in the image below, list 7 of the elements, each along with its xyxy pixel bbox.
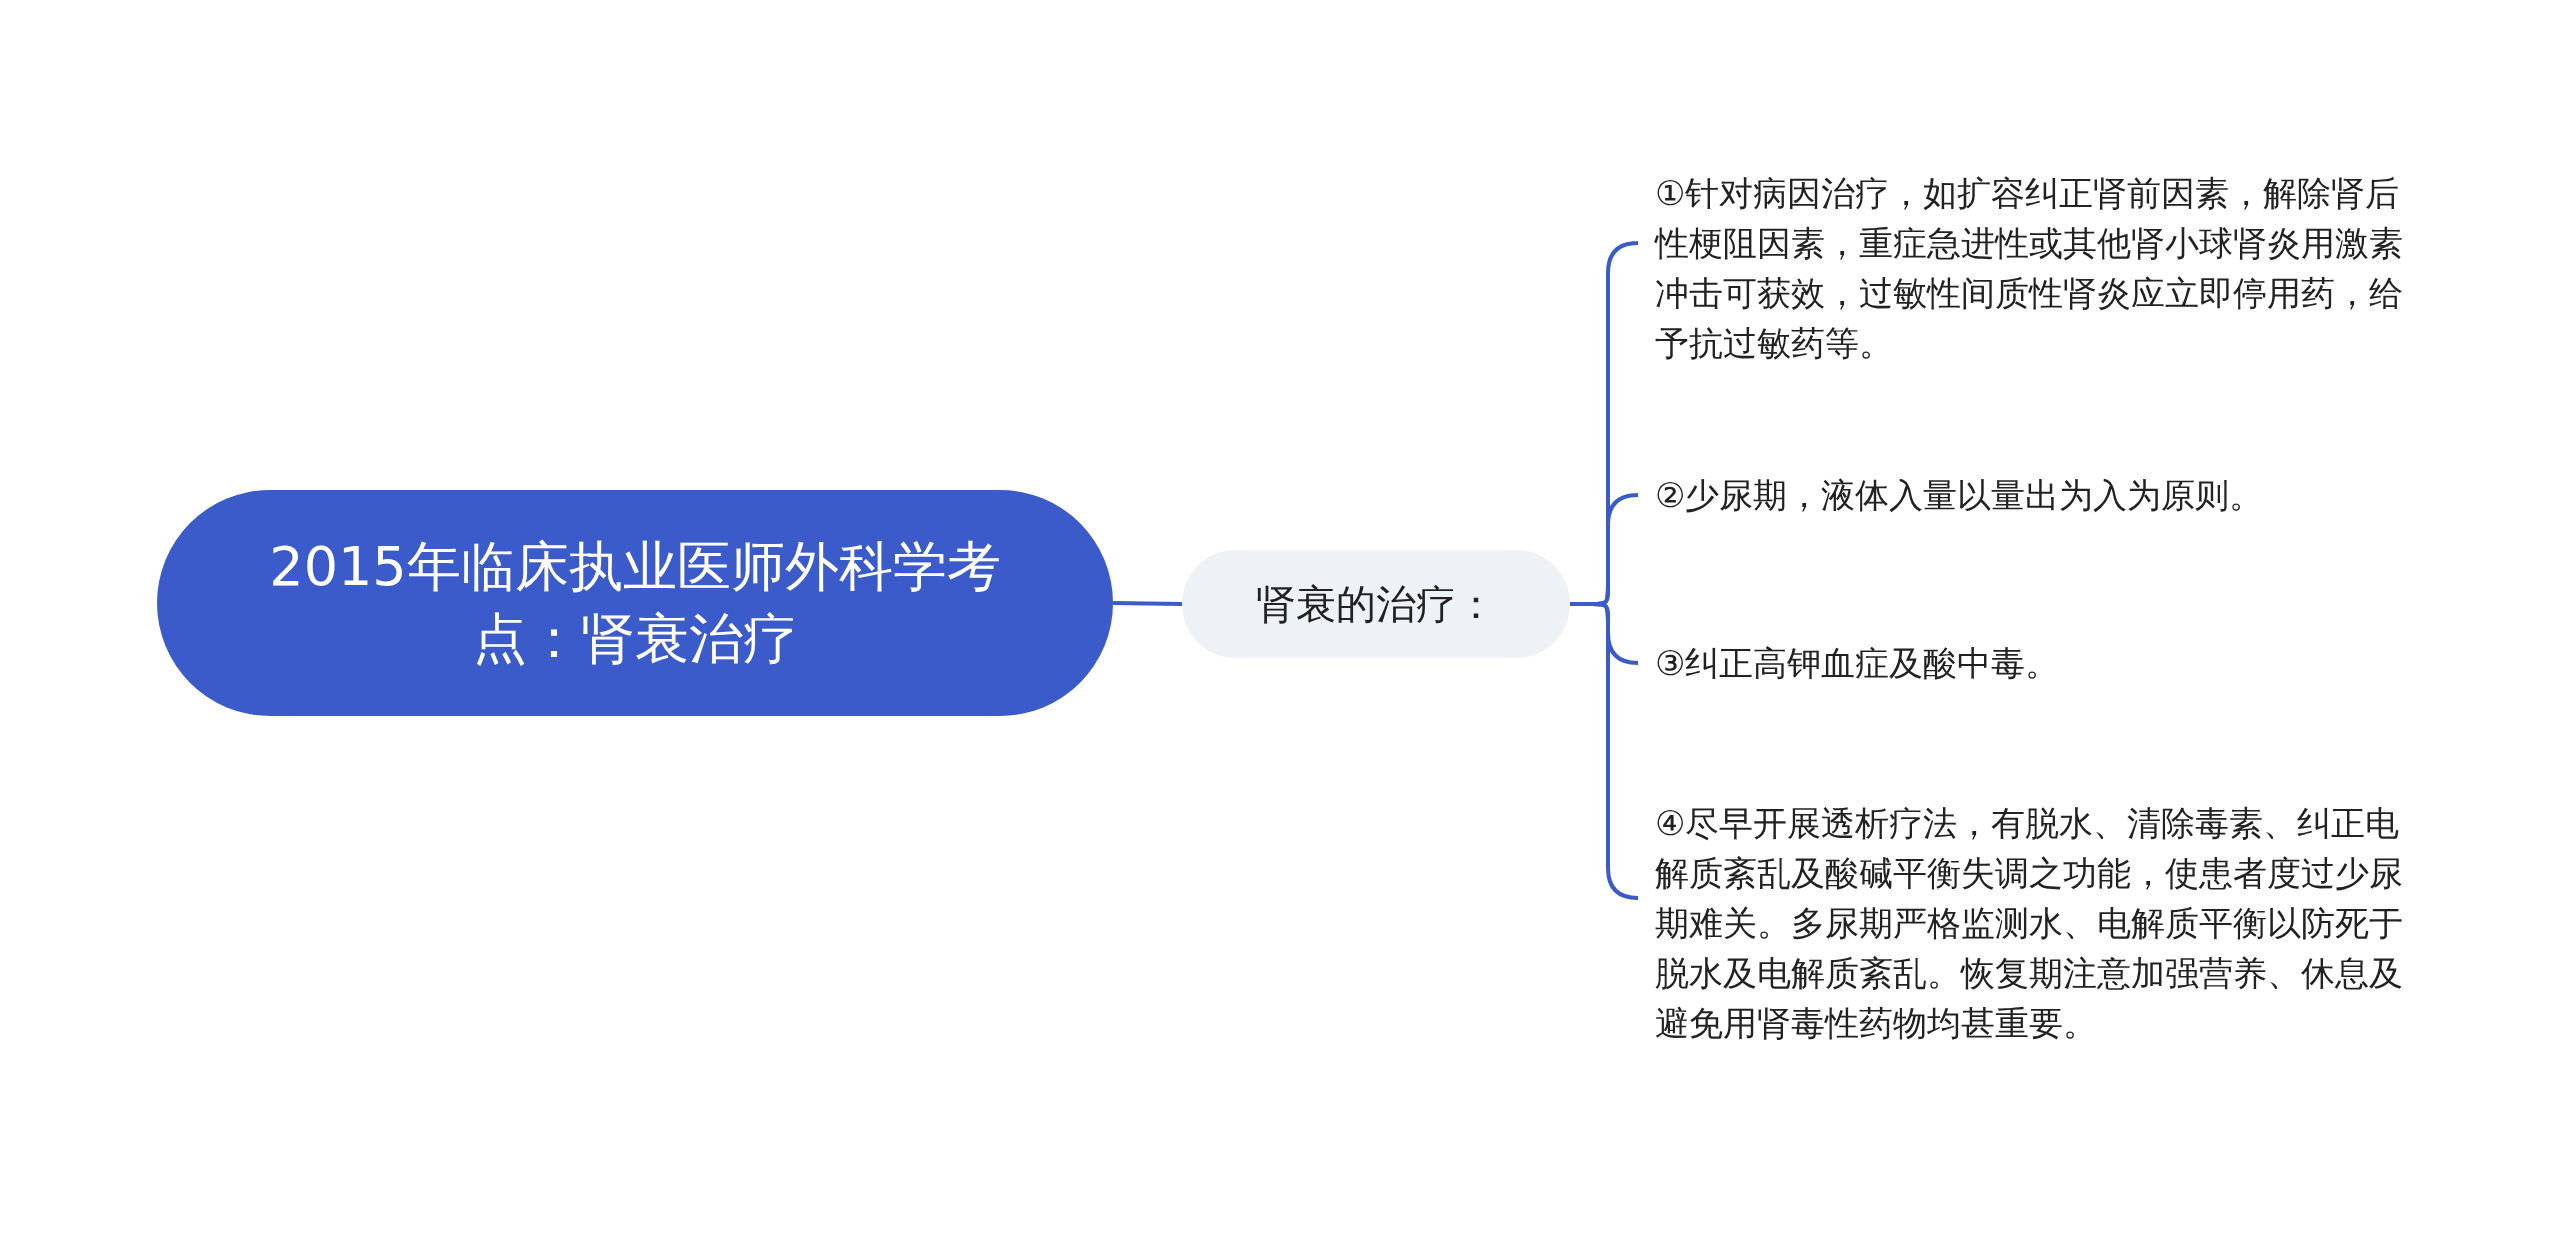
leaf-text: ④尽早开展透析疗法，有脱水、清除毒素、纠正电解质紊乱及酸碱平衡失调之功能，使患者度过少尿期难关。多尿期严格监测水、电解质平衡以防死于脱水及电解质紊乱。恢复期注意加强营养、休息及避免用肾毒性药物均甚重要。 — [1637, 798, 2407, 1048]
connector-line — [1112, 601, 1183, 606]
topic-box: 2015年临床执业医师外科学考点：肾衰治疗 — [157, 490, 1113, 716]
leaf-text: ①针对病因治疗，如扩容纠正肾前因素，解除肾后性梗阻因素，重症急进性或其他肾小球肾炎用激素冲击可获效，过敏性间质性肾炎应立即停用药，给予抗过敏药等。 — [1637, 168, 2407, 368]
leaf-text: ②少尿期，液体入量以量出为入为原则。 — [1637, 470, 2407, 520]
leaf-text: ③纠正高钾血症及酸中毒。 — [1637, 638, 2407, 688]
subtopic-box: 肾衰的治疗： — [1182, 550, 1570, 658]
